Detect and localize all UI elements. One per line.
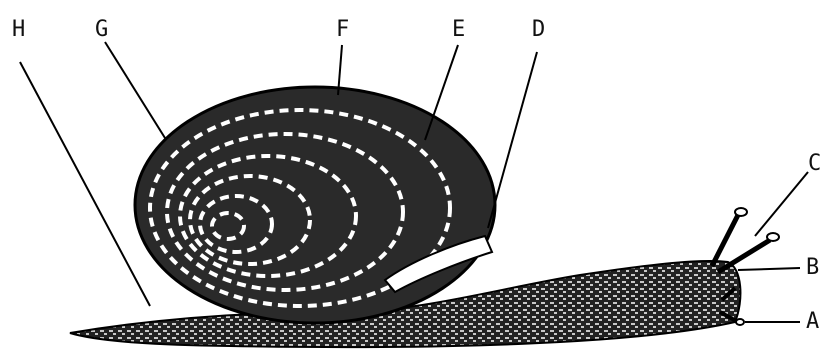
label-g: G xyxy=(95,17,108,42)
leader-line-c xyxy=(755,172,808,236)
leader-line-g xyxy=(105,42,165,138)
label-f: F xyxy=(336,17,349,42)
label-b: B xyxy=(806,255,819,280)
leader-line-b xyxy=(738,268,800,270)
leader-line-h xyxy=(20,62,150,306)
label-c: C xyxy=(808,151,821,176)
label-e: E xyxy=(452,17,465,42)
label-h: H xyxy=(12,17,25,42)
label-d: D xyxy=(532,17,545,42)
leader-line-d xyxy=(488,52,537,228)
snail-shell xyxy=(135,87,495,323)
label-a: A xyxy=(806,309,819,334)
